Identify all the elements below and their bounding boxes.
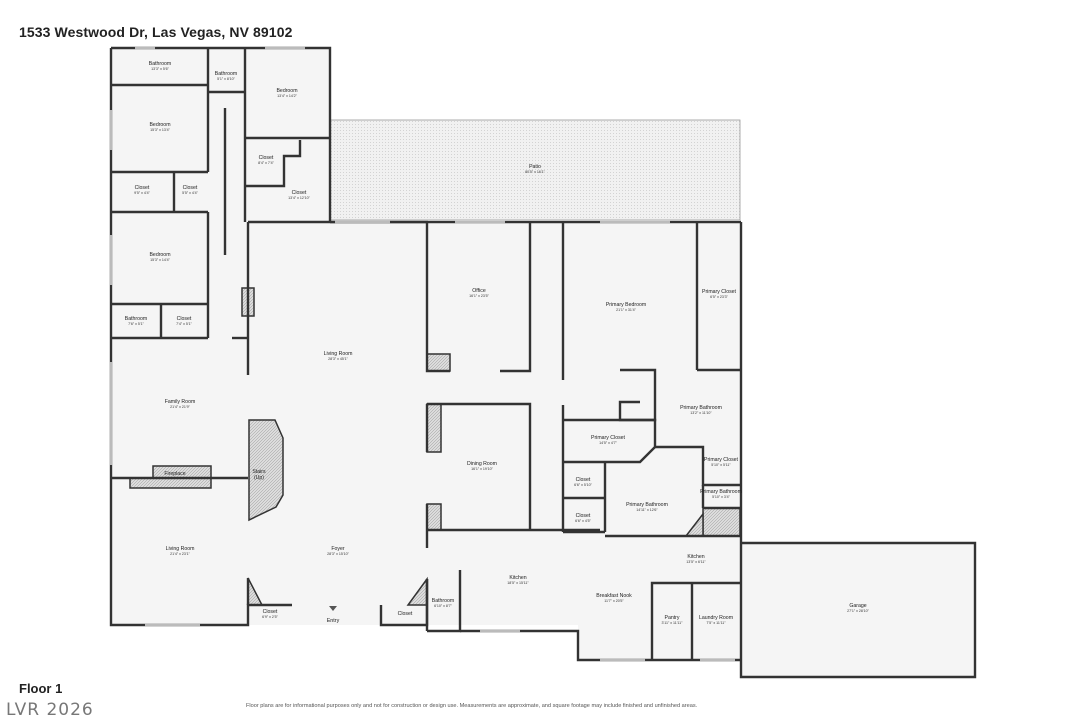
room-name-closet-c: Closet: [135, 185, 150, 191]
room-name-closet-b: Closet: [292, 190, 307, 196]
room-dims-bath-top-left: 13'3" x 5'6": [151, 67, 169, 71]
room-name-primary-closet-1: Primary Closet: [702, 289, 737, 295]
room-dims-bed-top-right: 13'4" x 14'2": [277, 94, 297, 98]
room-name-bath-top-left: Bathroom: [149, 61, 172, 67]
room-dims-bath-top-mid: 5'1" x 8'10": [217, 77, 235, 81]
room-name-office: Office: [472, 288, 486, 294]
room-name-kitchen-right: Kitchen: [687, 554, 704, 560]
room-dims-living-room-2: 21'4" x 23'1": [170, 552, 190, 556]
room-dims-primary-closet-3: 5'10" x 5'11": [711, 463, 731, 467]
room-dims-kitchen-main: 18'5" x 15'11": [507, 581, 529, 585]
room-name-closet-foyer-left: Closet: [263, 609, 278, 615]
watermark-logo: LVR 2026: [6, 700, 94, 720]
room-name-closet-d: Closet: [183, 185, 198, 191]
room-dims-bed-left-2: 15'3" x 14'4": [150, 258, 170, 262]
entry-arrow-icon: [329, 606, 337, 611]
room-name-living-room-1: Living Room: [324, 351, 353, 357]
room-name-primary-bath-2: Primary Bathroom: [626, 502, 668, 508]
room-name-primary-closet-3: Primary Closet: [704, 457, 739, 463]
room-dims-family-room: 21'4" x 21'9": [170, 405, 190, 409]
room-name-bed-top-right: Bedroom: [276, 88, 297, 94]
room-name-primary-closet-2: Primary Closet: [591, 435, 626, 441]
room-dims-primary-closet-1: 6'5" x 23'3": [710, 295, 728, 299]
room-name-closet-g: Closet: [576, 513, 591, 519]
room-name-primary-bath-1: Primary Bathroom: [680, 405, 722, 411]
room-name-bed-left-1: Bedroom: [149, 122, 170, 128]
patio-area: [329, 119, 741, 221]
room-name-bath-top-mid: Bathroom: [215, 71, 238, 77]
room-name-bed-left-2: Bedroom: [149, 252, 170, 258]
room-dims-closet-f: 6'6" x 5'10": [574, 483, 592, 487]
room-dims-breakfast-nook: 11'7" x 20'5": [604, 599, 624, 603]
room-dims-pantry: 3'11" x 11'11": [662, 621, 684, 625]
property-address: 1533 Westwood Dr, Las Vegas, NV 89102: [19, 24, 293, 40]
room-dims-foyer: 28'3" x 15'10": [327, 552, 349, 556]
room-dims-closet-g: 6'6" x 4'5": [575, 519, 591, 523]
room-dims-bed-left-1: 15'3" x 13'4": [150, 128, 170, 132]
room-name-family-room: Family Room: [165, 399, 196, 405]
room-dims-patio: 80'5" x 16'1": [525, 170, 545, 174]
room-name-living-room-2: Living Room: [166, 546, 195, 552]
room-name-pantry: Pantry: [665, 615, 680, 621]
room-dims-primary-bath-1: 13'2" x 11'10": [690, 411, 712, 415]
room-dims-closet-c: 9'5" x 4'4": [134, 191, 150, 195]
room-name-closet-f: Closet: [576, 477, 591, 483]
room-name-dining-room: Dining Room: [467, 461, 497, 467]
built-in-hatch: [129, 287, 741, 606]
room-dims-primary-closet-2: 14'5" x 4'7": [599, 441, 617, 445]
room-dims-garage: 27'1" x 28'10": [847, 609, 869, 613]
room-name-bath-left-2: Bathroom: [125, 316, 148, 322]
entry-label: Entry: [327, 618, 340, 624]
room-dims-closet-foyer-left: 6'9" x 2'5": [262, 615, 278, 619]
room-name-fireplace: Fireplace: [164, 471, 185, 477]
room-name-laundry: Laundry Room: [699, 615, 733, 621]
room-name-stairs: (Up): [254, 475, 264, 481]
room-dims-dining-room: 16'1" x 19'10": [471, 467, 493, 471]
room-dims-bath-left-2: 7'6" x 5'1": [128, 322, 144, 326]
room-name-primary-bed: Primary Bedroom: [606, 302, 646, 308]
room-dims-closet-b: 13'4" x 12'10": [288, 196, 310, 200]
room-name-patio: Patio: [529, 164, 541, 170]
floor-label: Floor 1: [19, 681, 63, 696]
room-dims-primary-bath-small: 5'10" x 3'4": [712, 495, 730, 499]
windows: [109, 46, 735, 662]
room-dims-primary-bed: 21'1" x 31'4": [616, 308, 636, 312]
room-dims-living-room-1: 28'3" x 45'1": [328, 357, 348, 361]
room-dims-office: 16'1" x 23'5": [469, 294, 489, 298]
room-name-primary-bath-small: Primary Bathroom: [700, 489, 742, 495]
room-dims-laundry: 7'5" x 11'11": [706, 621, 726, 625]
walls: [109, 46, 977, 679]
room-dims-closet-e: 7'4" x 5'1": [176, 322, 192, 326]
room-name-kitchen-main: Kitchen: [509, 575, 526, 581]
room-name-bath-kitchen: Bathroom: [432, 598, 455, 604]
room-name-closet-foyer-right: Closet: [398, 611, 413, 617]
disclaimer-text: Floor plans are for informational purpos…: [246, 703, 698, 709]
room-name-closet-a: Closet: [259, 155, 274, 161]
room-dims-bath-kitchen: 6'10" x 8'7": [434, 604, 452, 608]
room-dims-closet-d: 5'5" x 4'4": [182, 191, 198, 195]
room-dims-kitchen-right: 13'5" x 6'11": [686, 560, 706, 564]
room-name-garage: Garage: [849, 603, 866, 609]
room-name-foyer: Foyer: [331, 546, 345, 552]
room-name-stairs: Stairs: [252, 469, 266, 475]
room-dims-closet-a: 8'4" x 7'4": [258, 161, 274, 165]
room-dims-primary-bath-2: 14'11" x 12'6": [636, 508, 658, 512]
room-name-breakfast-nook: Breakfast Nook: [596, 593, 632, 599]
room-name-closet-e: Closet: [177, 316, 192, 322]
